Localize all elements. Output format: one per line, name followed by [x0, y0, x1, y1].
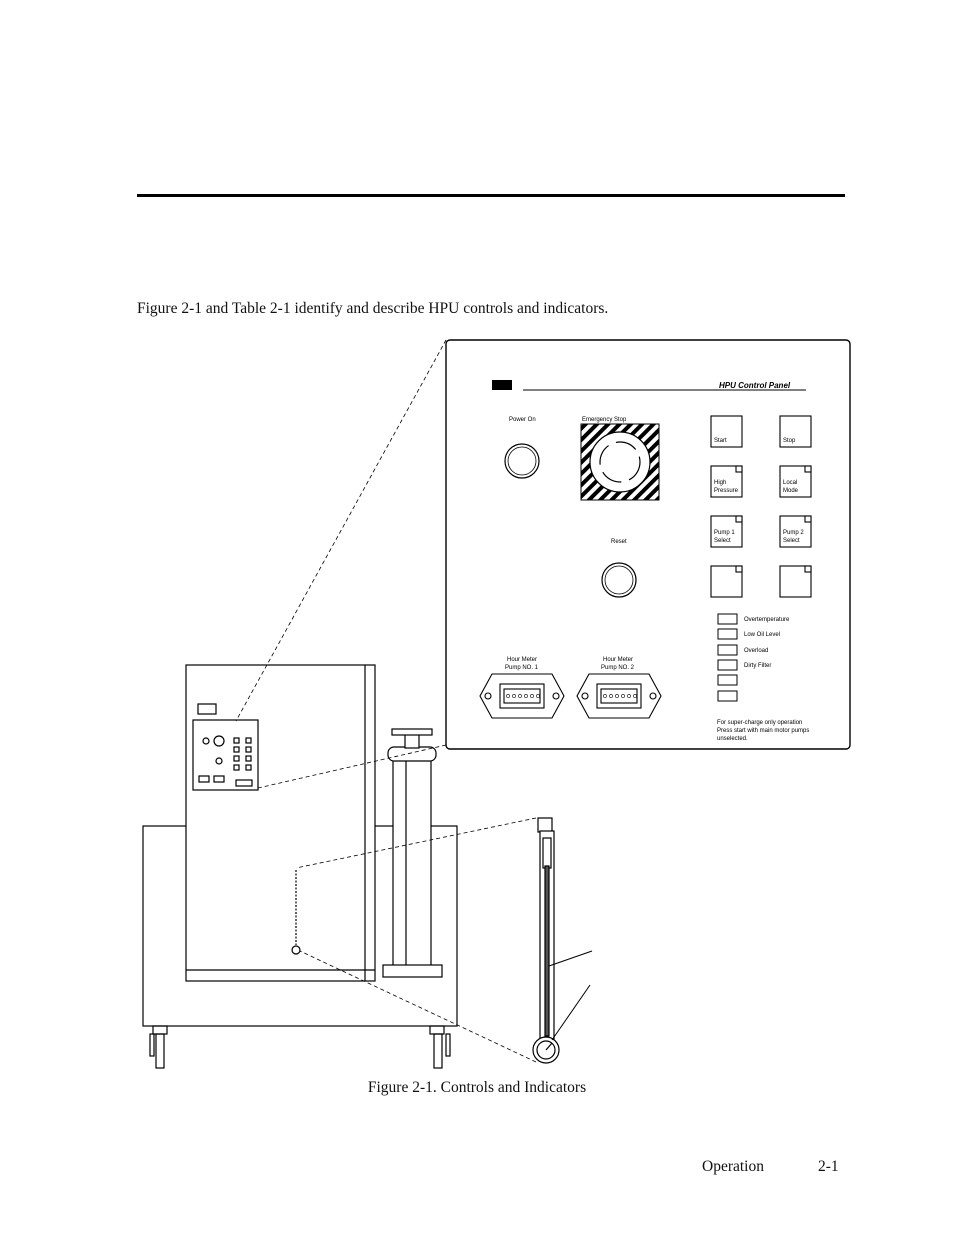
emergency-stop-label: Emergency Stop [582, 417, 627, 423]
local-mode-label-1: Local [783, 480, 797, 486]
pump1-select-button [710, 515, 743, 548]
dirty-filter-label: Dirty Filter [744, 663, 771, 669]
start-button [710, 415, 743, 448]
section-rule [137, 194, 845, 197]
stop-label: Stop [783, 438, 796, 444]
low-oil-level-indicator [717, 628, 738, 640]
high-pressure-label-2: Pressure [714, 488, 739, 494]
spare-indicator-1 [717, 674, 738, 686]
overload-indicator [717, 644, 738, 656]
local-mode-label-2: Mode [783, 488, 799, 494]
hour-meter-2-label-2: Pump NO. 2 [601, 665, 635, 671]
pump1-select-label-2: Select [714, 538, 731, 544]
pump2-select-label-2: Select [783, 538, 800, 544]
overload-label: Overload [744, 648, 768, 654]
hour-meter-1-label-1: Hour Meter [507, 657, 537, 663]
hpu-unit [142, 664, 458, 1069]
hour-meter-2-label-1: Hour Meter [603, 657, 633, 663]
reset-label: Reset [611, 539, 627, 545]
footer-section: Operation [702, 1158, 764, 1175]
panel-title: HPU Control Panel [719, 381, 791, 390]
emergency-stop-button [589, 431, 651, 493]
intro-paragraph: Figure 2-1 and Table 2-1 identify and de… [137, 300, 609, 317]
dirty-filter-indicator [717, 659, 738, 671]
note-line-1: For super-charge only operation [717, 720, 802, 726]
spare-indicator-2 [717, 690, 738, 702]
high-pressure-label-1: High [714, 480, 726, 486]
note-line-2: Press start with main motor pumps [717, 728, 809, 734]
logo-icon [492, 380, 512, 390]
note-line-3: unselected. [717, 736, 748, 742]
low-oil-level-label: Low Oil Level [744, 632, 780, 638]
figure-caption: Figure 2-1. Controls and Indicators [367, 1079, 587, 1096]
sight-gauge-detail [532, 817, 593, 1064]
page-number: 2-1 [818, 1158, 839, 1175]
power-on-light [504, 443, 540, 479]
power-on-label: Power On [509, 417, 536, 423]
leader-lines [235, 339, 537, 1063]
stop-button [779, 415, 812, 448]
control-panel: HPU Control Panel Power On Emergency Sto… [445, 339, 851, 750]
hour-meter-1-label-2: Pump NO. 1 [505, 665, 539, 671]
reset-button [601, 562, 637, 598]
pump2-select-label-1: Pump 2 [783, 530, 804, 536]
overtemperature-label: Overtemperature [744, 617, 790, 623]
pump1-select-label-1: Pump 1 [714, 530, 735, 536]
overtemperature-indicator [717, 613, 738, 625]
start-label: Start [714, 438, 727, 444]
